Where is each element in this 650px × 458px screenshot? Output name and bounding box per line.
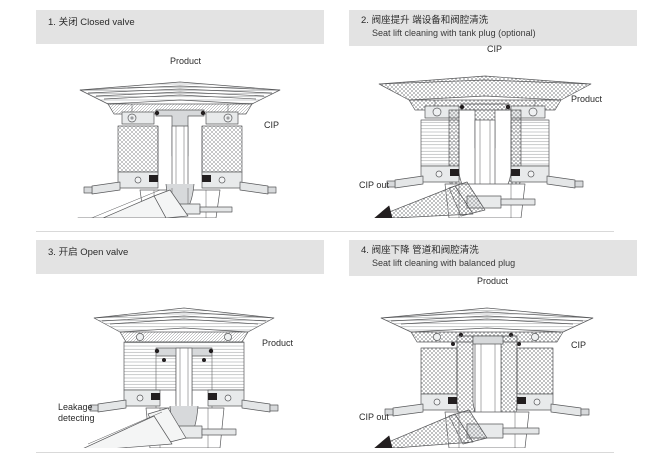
panel-1-figure: [36, 44, 324, 218]
panel-2-title-cn-text: 阀座提升 端设备和阀腔清洗: [371, 15, 489, 26]
panel-3-title-text: 开启 Open valve: [58, 247, 129, 258]
valve-diagram-3: [83, 307, 279, 448]
panel-4-label-flow: CIP out: [359, 412, 389, 422]
panel-2-label-right: Product: [571, 94, 603, 104]
panel-4-number: 4.: [361, 245, 369, 256]
panel-4-label-right: CIP: [571, 340, 587, 350]
valve-diagram-4: [374, 307, 594, 448]
panel-2-title-cn: 2. 阀座提升 端设备和阀腔清洗: [361, 15, 637, 27]
panel-4-figure: [349, 274, 637, 448]
panel-1-number: 1.: [48, 17, 56, 28]
panel-4-title-cn-text: 阀座下降 管道和阀腔清洗: [371, 245, 479, 256]
valve-diagram-2: [374, 75, 592, 218]
horizontal-divider-bottom: [36, 452, 614, 453]
panel-1-title-text: 关闭 Closed valve: [58, 17, 135, 28]
panel-1-title: 1. 关闭 Closed valve: [48, 16, 324, 29]
panel-2-title-en: Seat lift cleaning with tank plug (optio…: [372, 28, 536, 38]
panel-4-title-cn: 4. 阀座下降 管道和阀腔清洗: [361, 245, 637, 257]
panel-seat-lift-tank-plug: 2. 阀座提升 端设备和阀腔清洗 Seat lift cleaning with…: [349, 10, 637, 218]
panel-closed-valve: 1. 关闭 Closed valve: [36, 10, 324, 218]
panel-4-title-en: Seat lift cleaning with balanced plug: [372, 258, 516, 268]
panel-2-header: 2. 阀座提升 端设备和阀腔清洗 Seat lift cleaning with…: [349, 10, 637, 46]
panel-3-number: 3.: [48, 247, 56, 258]
panel-4-header: 4. 阀座下降 管道和阀腔清洗 Seat lift cleaning with …: [349, 240, 637, 276]
panel-seat-lift-balanced-plug: 4. 阀座下降 管道和阀腔清洗 Seat lift cleaning with …: [349, 240, 637, 448]
valve-diagram-1: [77, 81, 281, 218]
panel-1-header: 1. 关闭 Closed valve: [36, 10, 324, 44]
panel-2-number: 2.: [361, 15, 369, 26]
panel-3-label-right: Product: [262, 338, 294, 348]
horizontal-divider-middle: [36, 231, 614, 232]
panel-2-label-flow: CIP out: [359, 180, 389, 190]
panel-4-label-top: Product: [477, 276, 509, 286]
panel-2-figure: [349, 44, 637, 218]
panel-open-valve: 3. 开启 Open valve: [36, 240, 324, 448]
panel-3-figure: [36, 274, 324, 448]
panel-3-header: 3. 开启 Open valve: [36, 240, 324, 274]
panel-3-title: 3. 开启 Open valve: [48, 246, 324, 259]
panel-3-label-leakage: Leakage detecting: [58, 402, 95, 423]
panel-1-label-top: Product: [170, 56, 202, 66]
panel-2-label-top: CIP: [487, 44, 503, 54]
panel-1-label-right: CIP: [264, 120, 280, 130]
